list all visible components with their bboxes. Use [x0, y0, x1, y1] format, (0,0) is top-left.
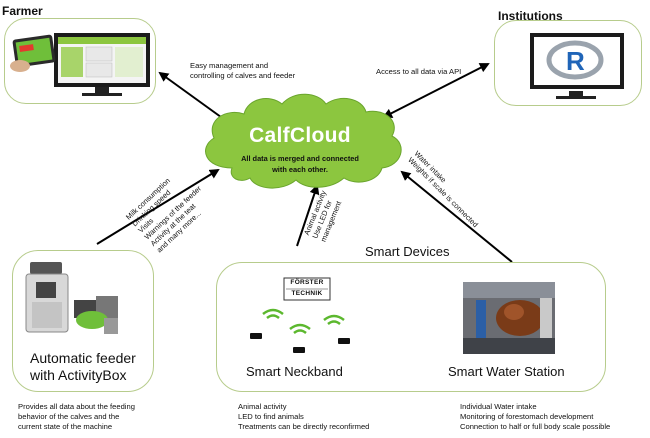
neckband-description-line: LED to find animals: [238, 412, 304, 421]
water-station-label: Smart Water Station: [448, 364, 565, 379]
cloud-subtitle-2: with each other.: [272, 165, 328, 174]
water-station-description-line: Monitoring of forestomach development: [460, 412, 594, 421]
forster-brand-bottom: TECHNIK: [291, 290, 323, 297]
institutions-monitor-illustration: [530, 33, 624, 99]
water-station-description-line: Individual Water intake: [460, 402, 537, 411]
neckband-label: Smart Neckband: [246, 364, 343, 379]
water-station-photo: [463, 282, 555, 354]
neckband-description: Animal activity LED to find animals Trea…: [238, 402, 369, 432]
farmer-link-line: controlling of calves and feeder: [190, 71, 296, 80]
farmer-link-line: Easy management and: [190, 61, 269, 70]
forster-brand-top: FÖRSTER: [290, 279, 324, 286]
r-logo-icon: R: [566, 46, 585, 76]
arrow-neckband-cloud: [296, 184, 320, 247]
arrow-institutions-cloud: [382, 63, 490, 118]
feeder-description-line: Provides all data about the feeding: [18, 402, 135, 411]
neckband-sensors-illustration: [250, 308, 350, 353]
smart-devices-title: Smart Devices: [365, 244, 450, 259]
institutions-link-description: Access to all data via API: [376, 67, 462, 76]
institutions-title: Institutions: [498, 9, 563, 23]
feeder-description-line: behavior of the calves and the: [18, 412, 120, 421]
feeder-label-line2: with ActivityBox: [30, 367, 127, 383]
feeder-description: Provides all data about the feeding beha…: [18, 402, 135, 432]
neckband-description-line: Animal activity: [238, 402, 287, 411]
cloud-subtitle-1: All data is merged and connected: [241, 154, 359, 163]
arrow-water-cloud: [400, 170, 513, 263]
cloud-shape: [205, 93, 402, 189]
cloud-title: CalfCloud: [249, 124, 351, 147]
feeder-description-line: current state of the machine: [18, 422, 113, 431]
arrow-feeder-cloud: [96, 168, 220, 245]
neckband-description-line: Treatments can be directly reconfirmed: [238, 422, 370, 431]
farmer-title: Farmer: [2, 4, 43, 18]
forster-technik-logo: [283, 277, 331, 301]
feeder-label-line1: Automatic feeder: [30, 350, 136, 366]
water-station-description: Individual Water intake Monitoring of fo…: [460, 402, 610, 432]
feeder-machine-illustration: [25, 262, 118, 334]
farmer-monitor-illustration: [10, 33, 150, 96]
farmer-link-description: Easy management and controlling of calve…: [190, 61, 295, 81]
water-station-description-line: Connection to half or full body scale po…: [460, 422, 611, 431]
